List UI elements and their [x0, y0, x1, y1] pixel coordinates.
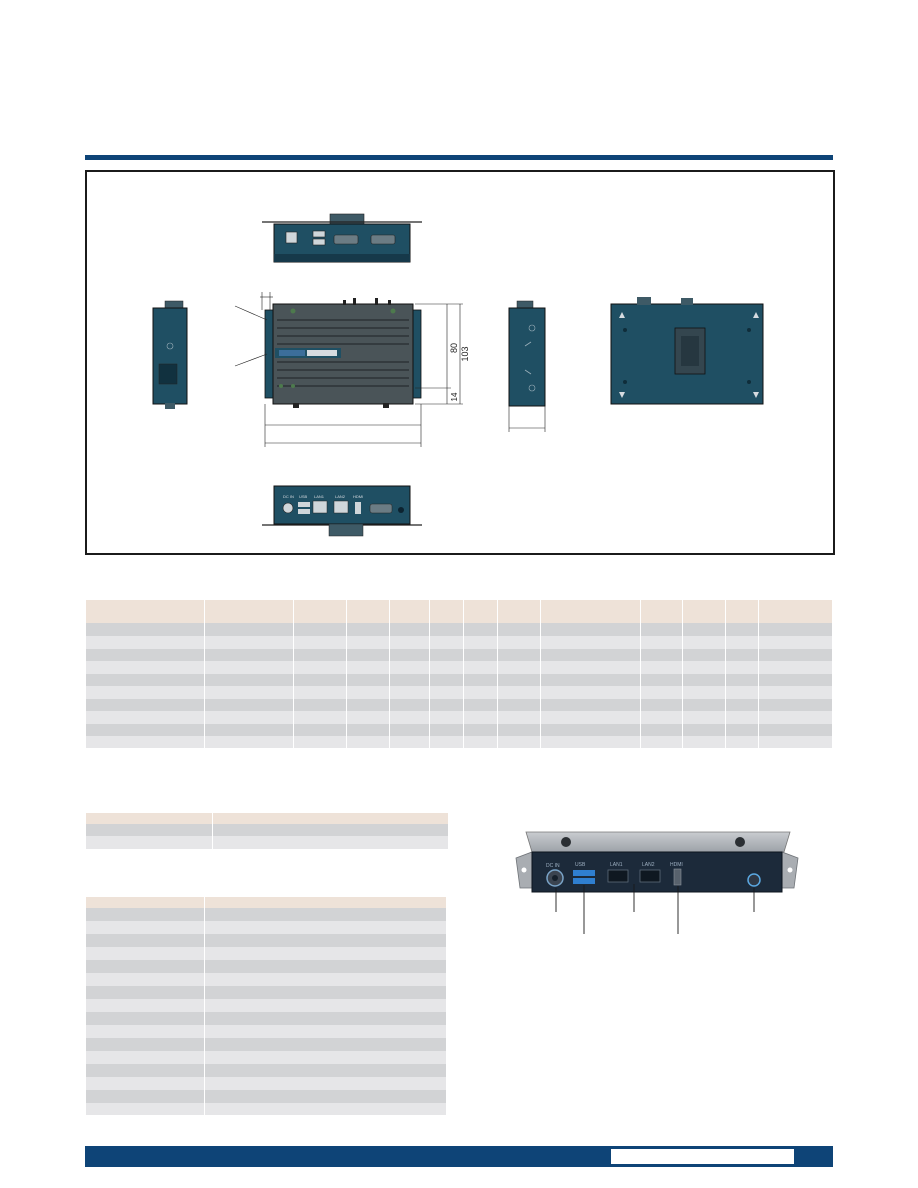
table-row [86, 973, 447, 986]
table-row [86, 986, 447, 999]
left-side-view [152, 300, 188, 409]
table-row [86, 699, 833, 711]
io-label-lan2: LAN2 [335, 494, 346, 499]
io-label-hdmi: HDMI [353, 494, 363, 499]
small-spec-table [86, 813, 449, 849]
right-side-view [508, 300, 546, 432]
dim-103-label: 103 [460, 346, 470, 361]
io-label-lan1: LAN1 [314, 494, 325, 499]
dimension-drawing: 80 103 14 [152, 213, 764, 537]
table-row [86, 1090, 447, 1103]
footer-page-box [611, 1149, 794, 1164]
table-header-row [86, 600, 833, 623]
table-row [86, 1064, 447, 1077]
table-row [86, 836, 449, 849]
table-row [86, 824, 449, 836]
table-row [86, 1038, 447, 1051]
table-row [86, 908, 447, 921]
table-row [86, 1025, 447, 1038]
io-spec-table [86, 897, 447, 1115]
table-row [86, 674, 833, 686]
top-view [262, 213, 422, 263]
table-row [86, 1051, 447, 1064]
table-row [86, 724, 833, 736]
table-row [86, 661, 833, 674]
table-row [86, 649, 833, 661]
main-spec-table [86, 600, 833, 748]
dim-14-label: 14 [450, 392, 459, 401]
io-label-dcin: DC IN [283, 494, 294, 499]
table-row [86, 960, 447, 973]
table-row [86, 947, 447, 960]
table-row [86, 636, 833, 649]
dimension-drawing-frame [85, 170, 835, 555]
device-port-photo: DC IN USB LAN1 LAN2 HDMI [515, 831, 799, 934]
table-row [86, 711, 833, 724]
io-view: DC IN USB LAN1 LAN2 HDMI [262, 485, 422, 537]
dim-80-label: 80 [449, 343, 459, 353]
photo-label-usb: USB [575, 862, 586, 868]
table-row [86, 1077, 447, 1090]
table-row [86, 999, 447, 1012]
table-row [86, 686, 833, 699]
table-row [86, 934, 447, 947]
photo-label-lan1: LAN1 [610, 862, 623, 868]
table-header-row [86, 897, 447, 908]
table-row [86, 1103, 447, 1115]
photo-label-dcin: DC IN [546, 863, 560, 869]
io-label-usb: USB [299, 494, 308, 499]
front-view [234, 292, 463, 447]
photo-label-lan2: LAN2 [642, 862, 655, 868]
table-row [86, 1012, 447, 1025]
table-row [86, 921, 447, 934]
table-row [86, 623, 833, 636]
header-rule [85, 155, 833, 160]
bottom-view [610, 297, 764, 405]
table-header-row [86, 813, 449, 824]
table-row [86, 736, 833, 748]
photo-label-hdmi: HDMI [670, 862, 683, 868]
